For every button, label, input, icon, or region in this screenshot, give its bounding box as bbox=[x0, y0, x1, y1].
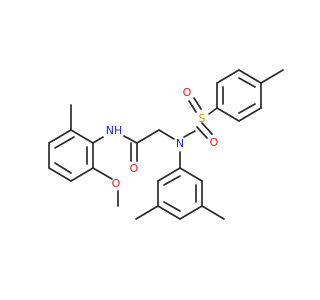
structure-drawing: NH O O N S O O bbox=[48, 69, 284, 220]
bond bbox=[92, 136, 104, 144]
bond bbox=[70, 167, 94, 182]
bond bbox=[238, 69, 262, 84]
sulfonyl-oxygen-label: O bbox=[210, 136, 219, 149]
bond bbox=[54, 136, 75, 149]
bond bbox=[158, 129, 175, 140]
bond bbox=[163, 201, 181, 212]
bond bbox=[179, 205, 203, 220]
bond bbox=[238, 103, 256, 114]
molecule-diagram: NH O O N S O O bbox=[48, 69, 284, 220]
atom-labels: NH O O N S O O bbox=[106, 86, 219, 190]
bond bbox=[216, 107, 240, 122]
bond bbox=[157, 167, 181, 182]
bond bbox=[136, 129, 160, 144]
bond bbox=[260, 69, 284, 84]
sulfonyl-oxygen-label: O bbox=[183, 86, 192, 99]
bond bbox=[70, 129, 94, 144]
bond bbox=[201, 122, 213, 135]
bond bbox=[123, 135, 138, 144]
bond bbox=[183, 130, 196, 138]
bond bbox=[54, 162, 72, 174]
bond bbox=[48, 167, 72, 182]
bond bbox=[208, 107, 218, 115]
bond bbox=[201, 205, 225, 220]
sulfonamide-nitrogen-label: N bbox=[176, 137, 184, 150]
bond bbox=[135, 205, 159, 220]
bond bbox=[48, 129, 72, 144]
bond bbox=[238, 77, 256, 88]
bond bbox=[179, 167, 203, 182]
sulfur-label: S bbox=[199, 112, 206, 125]
bond bbox=[238, 107, 262, 122]
bond bbox=[92, 167, 113, 180]
bond bbox=[196, 126, 208, 139]
bond-layer bbox=[48, 69, 284, 220]
bond bbox=[157, 205, 181, 220]
bond bbox=[163, 175, 181, 186]
bond bbox=[216, 69, 240, 84]
amide-nh-label: NH bbox=[106, 124, 123, 137]
bond bbox=[188, 100, 197, 113]
methoxy-oxygen-label: O bbox=[112, 177, 121, 190]
amide-oxygen-label: O bbox=[130, 162, 139, 175]
bond bbox=[193, 97, 202, 110]
